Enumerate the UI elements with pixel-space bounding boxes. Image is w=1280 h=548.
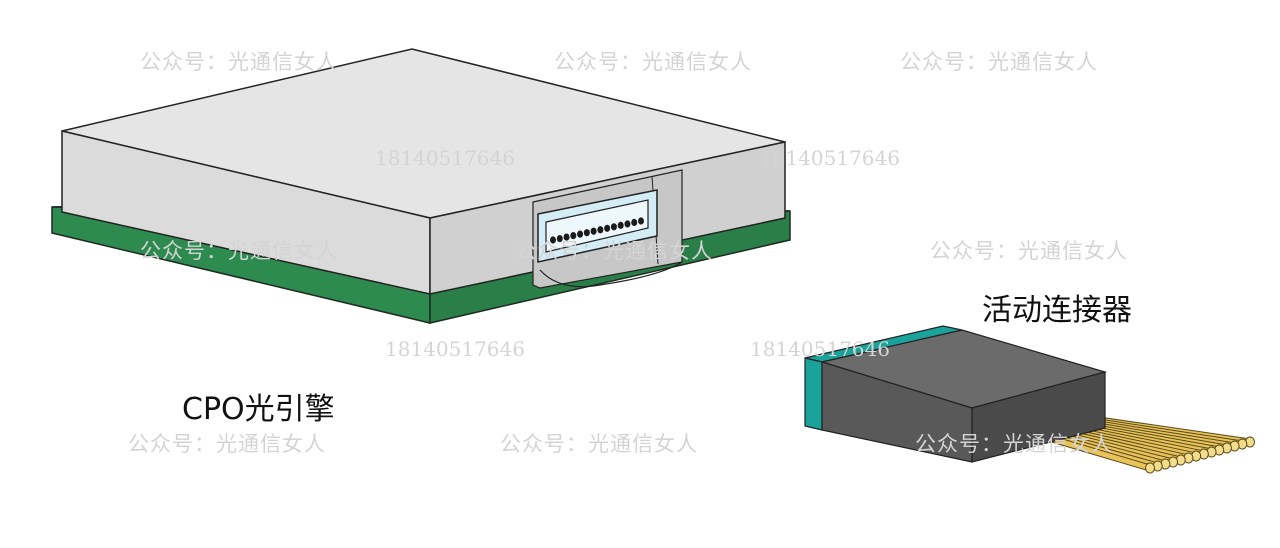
connector-body-right xyxy=(971,371,1106,463)
fiber-port-hole xyxy=(563,233,570,241)
fiber-port-hole xyxy=(577,230,584,238)
active-connector-illustration xyxy=(804,325,1255,474)
fiber-port-hole xyxy=(556,234,563,243)
fiber-port-hole xyxy=(631,218,638,227)
active-connector-label: 活动连接器 xyxy=(982,293,1132,328)
fiber-port-hole xyxy=(597,226,604,234)
socket-inner-slot xyxy=(545,199,649,253)
connector-band-front xyxy=(804,357,823,431)
fiber-port-hole xyxy=(624,220,631,228)
fiber-port-hole xyxy=(638,217,644,225)
cpo-engine-illustration xyxy=(51,48,791,324)
fiber-port-hole xyxy=(617,221,624,229)
socket-fiber-ports xyxy=(550,217,644,244)
fiber-port-hole xyxy=(550,236,556,244)
fiber-tip xyxy=(1145,462,1155,474)
socket-recess-curve xyxy=(539,261,683,288)
fiber-port-hole xyxy=(610,223,617,231)
fiber-port-hole xyxy=(583,229,590,237)
fiber-port-hole xyxy=(604,224,611,232)
fiber-port-hole xyxy=(570,232,577,240)
fiber-port-hole xyxy=(590,227,597,235)
cpo-engine-label: CPO光引擎 xyxy=(182,392,335,427)
